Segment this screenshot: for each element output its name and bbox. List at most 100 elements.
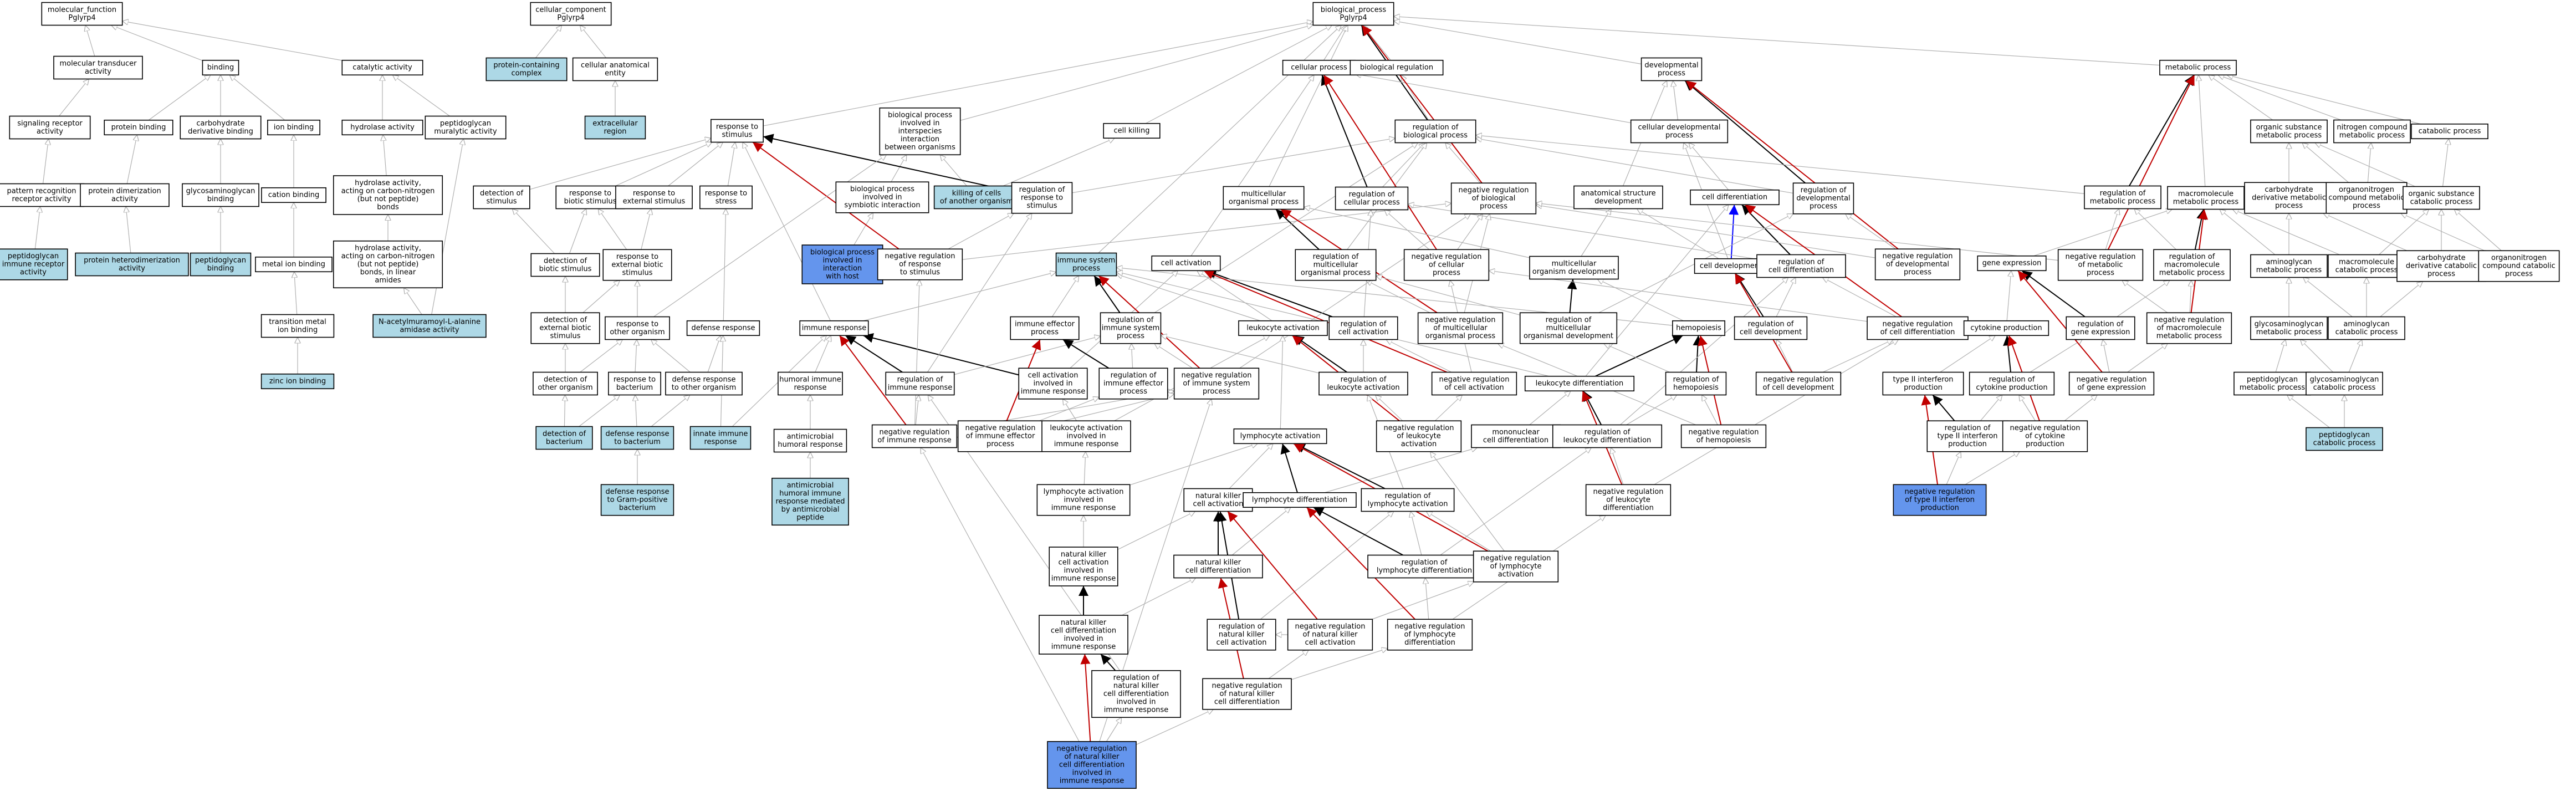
term-node-catp[interactable]: catabolic process <box>2411 123 2488 140</box>
term-node-cat[interactable]: catalytic activity <box>341 59 423 76</box>
term-node-cdev[interactable]: cell development <box>1694 258 1768 274</box>
term-node-ldiff[interactable]: leukocyte differentiation <box>1524 375 1635 392</box>
term-node-pb[interactable]: protein binding <box>104 119 173 136</box>
term-node-lyact[interactable]: lymphocyte activation <box>1233 428 1327 445</box>
term-node-defr[interactable]: defense response <box>686 320 760 336</box>
term-node-cprod[interactable]: cytokine production <box>1963 320 2049 336</box>
term-node-hcnl[interactable]: hydrolase activity,acting on carbon-nitr… <box>333 240 443 289</box>
term-node-zib[interactable]: zinc ion binding <box>260 373 335 390</box>
term-node-br[interactable]: biological regulation <box>1350 59 1444 76</box>
term-node-gexp[interactable]: gene expression <box>1977 255 2047 272</box>
term-node-lact[interactable]: leukocyte activation <box>1238 320 1328 336</box>
term-node-catb[interactable]: cation binding <box>261 187 326 203</box>
term-node-hcn[interactable]: hydrolase activity,acting on carbon-nitr… <box>333 175 443 215</box>
term-node-hemo[interactable]: hemopoiesis <box>1672 320 1725 336</box>
